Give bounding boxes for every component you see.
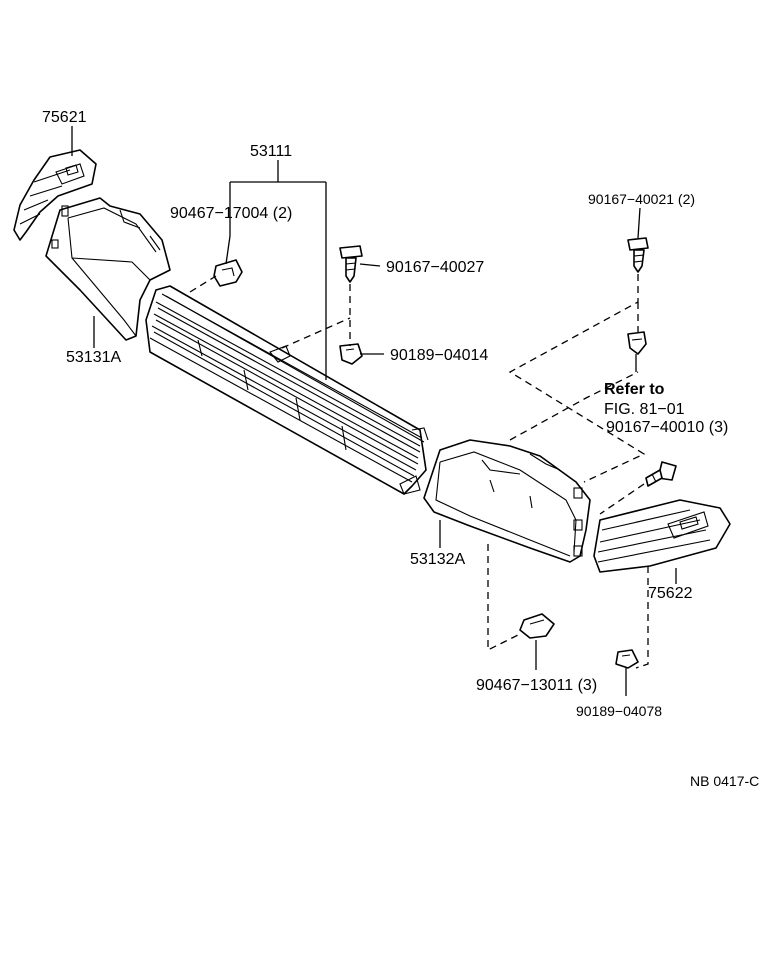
screw-icon xyxy=(627,237,649,273)
part-53131A-left-duct xyxy=(45,197,171,341)
bracket-icon xyxy=(213,259,243,287)
bracket-icon xyxy=(519,613,555,639)
label-53131A: 53131A xyxy=(66,349,121,366)
part-75622-right-cover xyxy=(593,499,731,573)
label-53111: 53111 xyxy=(250,143,292,160)
label-fig-81-01: FIG. 81−01 xyxy=(604,401,685,418)
part-53111-grille xyxy=(145,285,429,495)
label-90467-13011: 90467−13011 (3) xyxy=(476,677,597,694)
label-75622: 75622 xyxy=(648,585,693,602)
label-90167-40027: 90167−40027 xyxy=(386,259,484,276)
label-75621: 75621 xyxy=(42,109,87,126)
clip-icon xyxy=(627,331,647,355)
part-75621-left-cover xyxy=(13,149,97,241)
screw-icon xyxy=(339,245,363,283)
label-90167-40010: 90167−40010 (3) xyxy=(606,419,728,436)
label-90167-40021: 90167−40021 (2) xyxy=(588,191,695,207)
figure-code: NB 0417-C xyxy=(690,773,759,789)
part-53132A-right-duct xyxy=(423,439,591,563)
assembly-dash-lines xyxy=(189,274,649,669)
label-90467-17004: 90467−17004 (2) xyxy=(170,205,292,222)
leader-lines xyxy=(71,126,677,696)
label-90189-04014: 90189−04014 xyxy=(390,347,488,364)
screw-icon xyxy=(645,461,677,487)
label-53132A: 53132A xyxy=(410,551,465,568)
label-refer-to: Refer to xyxy=(604,381,665,398)
clip-icon xyxy=(615,649,639,669)
clip-icon xyxy=(339,343,363,365)
label-90189-04078: 90189−04078 xyxy=(576,703,662,719)
